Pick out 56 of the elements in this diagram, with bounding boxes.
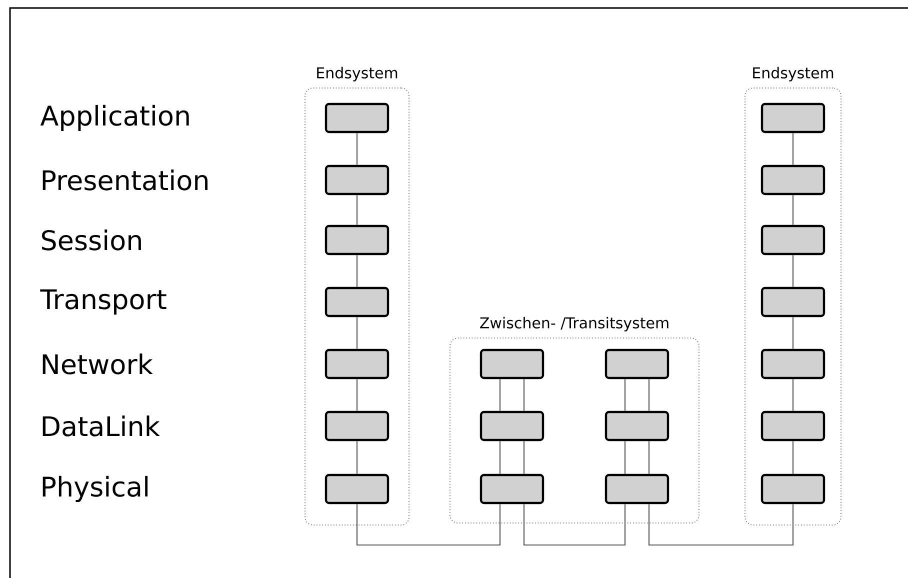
system-group: Endsystem bbox=[744, 66, 842, 526]
connector-line bbox=[356, 504, 501, 546]
connector-line bbox=[792, 195, 794, 225]
layer-box bbox=[324, 286, 390, 318]
connector-line bbox=[792, 317, 794, 349]
connector-line bbox=[523, 441, 525, 474]
layer-box bbox=[324, 102, 390, 134]
connector-line bbox=[648, 441, 650, 474]
layer-box bbox=[604, 474, 670, 504]
layer-box bbox=[324, 224, 390, 256]
connector-line bbox=[499, 379, 501, 411]
layer-box bbox=[760, 410, 826, 442]
layer-label: Physical bbox=[42, 476, 148, 502]
layer-box bbox=[480, 348, 544, 380]
layer-box bbox=[760, 348, 826, 380]
layer-label: Network bbox=[42, 354, 153, 374]
connector-line bbox=[624, 379, 626, 411]
layer-box bbox=[324, 410, 390, 442]
layer-label: Application bbox=[40, 104, 189, 132]
connector-line bbox=[523, 379, 525, 411]
connector-line bbox=[624, 441, 626, 474]
connector-line bbox=[648, 504, 794, 546]
node-label: Endsystem bbox=[317, 66, 398, 82]
layer-box bbox=[760, 286, 826, 318]
layer-label: Presentation bbox=[42, 170, 208, 190]
layer-box bbox=[604, 348, 670, 380]
connector-line bbox=[356, 195, 358, 225]
connector-line bbox=[356, 379, 358, 411]
layer-box bbox=[760, 102, 826, 134]
layer-label: Transport bbox=[40, 289, 166, 315]
connector-line bbox=[792, 441, 794, 474]
connector-line bbox=[648, 379, 650, 411]
node-label: Endsystem bbox=[753, 66, 834, 82]
layer-box bbox=[480, 474, 544, 504]
layer-box bbox=[760, 224, 826, 256]
layer-label: DataLink bbox=[42, 416, 160, 436]
layer-box bbox=[324, 348, 390, 380]
layer-box bbox=[480, 410, 544, 442]
layer-box bbox=[604, 410, 670, 442]
connector-line bbox=[499, 441, 501, 474]
layer-box bbox=[760, 164, 826, 196]
layer-box bbox=[324, 164, 390, 196]
connector-line bbox=[356, 133, 358, 165]
layer-box bbox=[324, 474, 390, 504]
connector-line bbox=[792, 255, 794, 287]
connector-line bbox=[523, 504, 626, 546]
connector-line bbox=[792, 133, 794, 165]
connector-line bbox=[792, 379, 794, 411]
layer-label: Session bbox=[42, 230, 141, 250]
connector-line bbox=[356, 441, 358, 474]
connector-line bbox=[356, 317, 358, 349]
system-group: Endsystem bbox=[304, 66, 410, 526]
connector-line bbox=[356, 255, 358, 287]
system-group: Zwischen- /Transitsystem bbox=[450, 316, 700, 524]
layer-box bbox=[760, 474, 826, 504]
node-label: Zwischen- /Transitsystem bbox=[480, 316, 668, 332]
